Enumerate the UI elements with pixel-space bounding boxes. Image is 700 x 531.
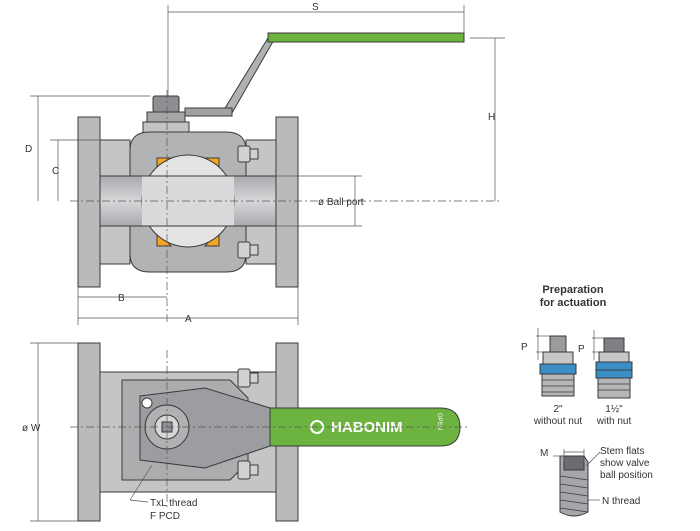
dim-w-label: ø W: [22, 423, 41, 434]
dim-c-label: C: [52, 166, 59, 177]
p-label-left: P: [521, 342, 528, 353]
stem-flats-line3: ball position: [600, 470, 653, 481]
front-handle-lever: [184, 32, 465, 117]
open-mark: OPEN: [436, 413, 442, 430]
caption-1-5in-line1: 1½": [605, 404, 623, 415]
p-label-right: P: [578, 344, 585, 355]
front-view: [70, 32, 500, 325]
dim-h-label: H: [488, 112, 495, 123]
top-view: HABONIM OPEN: [70, 342, 470, 522]
actuation-title-line1: Preparation: [542, 284, 603, 296]
caption-1-5in-line2: with nut: [596, 416, 632, 427]
stem-flats-line1: Stem flats: [600, 446, 644, 457]
stem-flats-line2: show valve: [600, 458, 650, 469]
actuation-title-line2: for actuation: [540, 297, 607, 309]
top-bolts: [237, 368, 259, 480]
front-bolts: [237, 145, 259, 259]
habonim-logo-text: HABONIM: [331, 419, 403, 436]
dim-a-label: A: [185, 314, 192, 325]
stem-flats-detail: [559, 455, 589, 517]
top-dimensions: [30, 342, 153, 522]
caption-2in-line1: 2": [553, 404, 563, 415]
ball-port-label: ø Ball port: [318, 197, 364, 208]
n-thread-label: N thread: [602, 496, 640, 507]
dim-b-label: B: [118, 293, 125, 304]
txl-thread-label: TxL thread: [150, 498, 197, 509]
stem-1-5in-with-nut: [595, 337, 633, 399]
stem-2in-without-nut: [539, 335, 577, 397]
front-dimensions: [30, 5, 505, 325]
f-pcd-label: F PCD: [150, 511, 180, 522]
top-left-flange: [77, 342, 101, 522]
actuation-panel: Preparation for actuation P 2" without n…: [521, 284, 653, 517]
caption-2in-line2: without nut: [533, 416, 583, 427]
front-left-flange: [77, 116, 131, 288]
dim-s-label: S: [312, 2, 319, 13]
m-label: M: [540, 448, 548, 459]
dim-d-label: D: [25, 144, 32, 155]
